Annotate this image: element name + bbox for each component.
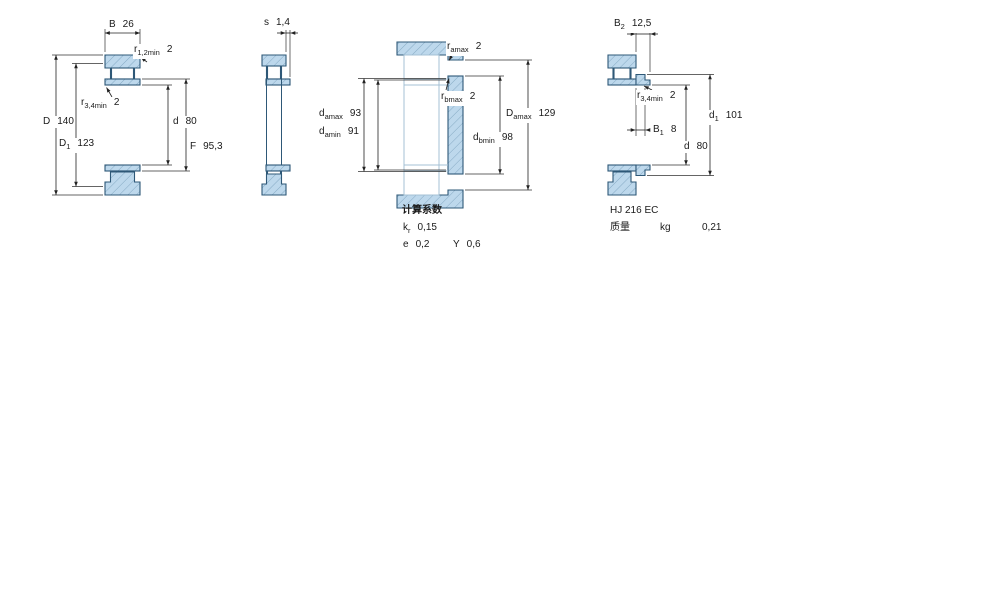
figure-axial-displacement [261,30,298,196]
hj-mass-unit: kg [660,222,671,233]
hj-mass-label: 质量 [610,222,630,233]
calc-factors-title: 计算系数 [402,205,442,216]
figure-hj-angle-ring [607,29,714,196]
hj-designation: HJ 216 EC [610,205,659,216]
figure-abutment-dimensions [358,41,532,209]
hj-mass-value: 0,21 [702,222,722,233]
